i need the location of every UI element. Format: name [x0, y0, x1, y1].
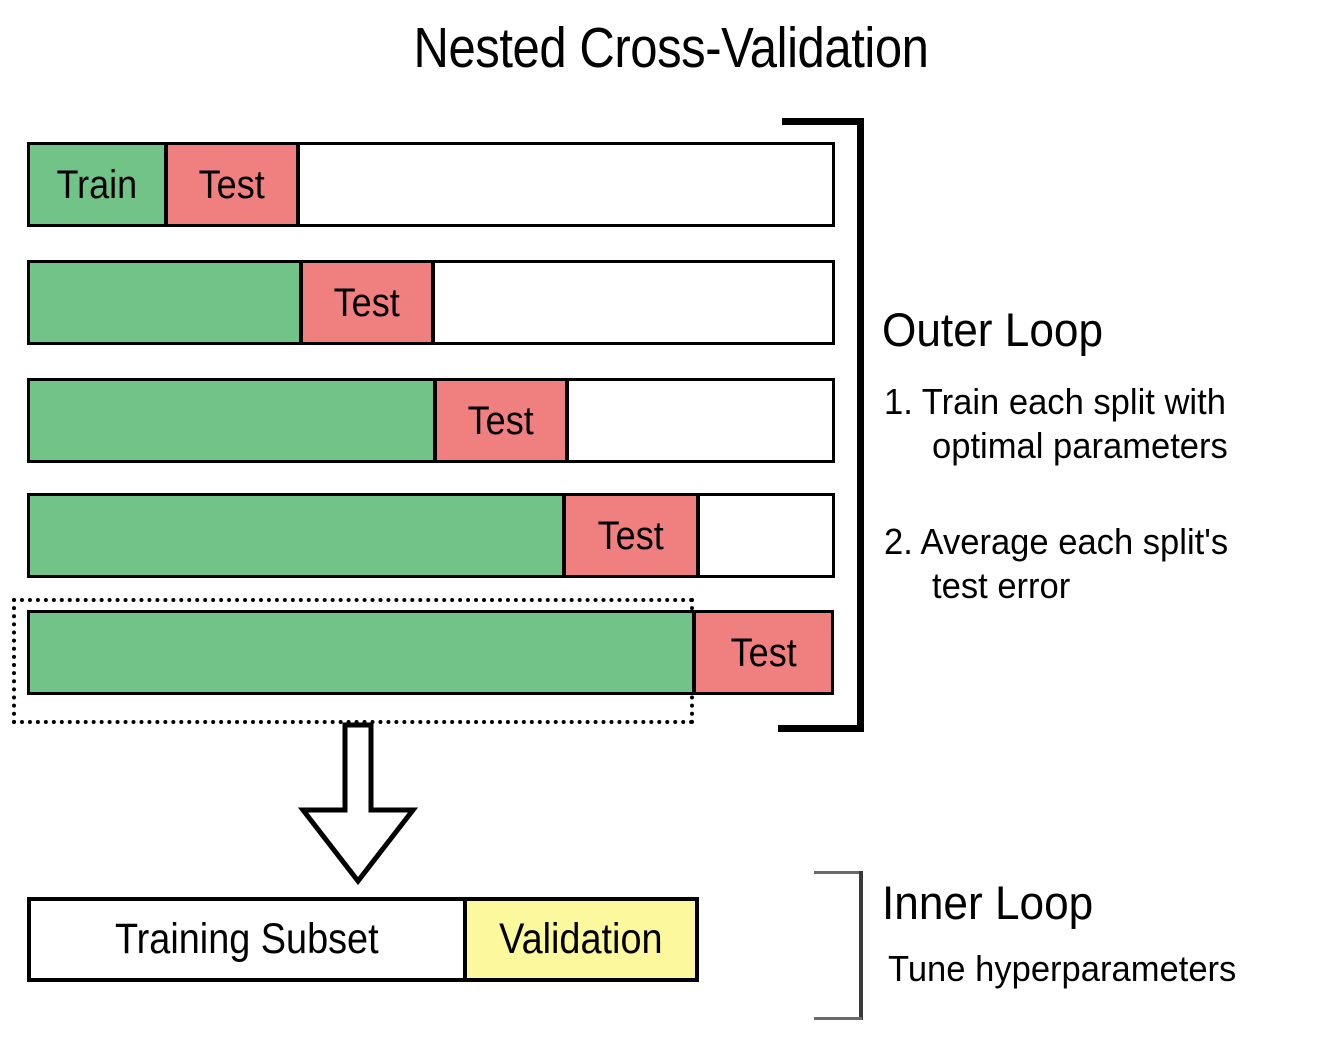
down-arrow-icon — [297, 722, 419, 886]
cv-segment-train: Train — [27, 142, 167, 227]
cv-segment-label: Test — [467, 398, 535, 443]
inner-bar-segment-validation: Validation — [463, 897, 699, 982]
inner-bracket-spine — [859, 871, 863, 1020]
cv-segment-label: Test — [333, 280, 401, 325]
outer-loop-heading: Outer Loop — [882, 303, 1104, 356]
inner-loop-heading: Inner Loop — [882, 876, 1094, 929]
cv-segment-test: Test — [563, 493, 699, 578]
inner-loop-bar: Training Subset Validation — [0, 897, 760, 982]
cv-segment-blank — [697, 493, 835, 578]
cv-segment-test: Test — [165, 142, 299, 227]
inner-bracket-bottom — [814, 1017, 862, 1020]
inner-bar-segment-label: Validation — [499, 915, 663, 963]
cv-split-row: Test — [0, 493, 900, 578]
page-title: Nested Cross-Validation — [413, 16, 929, 80]
outer-bracket-bottom — [778, 725, 864, 732]
outer-loop-step-1: 1. Train each split with optimal paramet… — [884, 381, 1228, 466]
cv-segment-test: Test — [300, 260, 434, 345]
cv-split-row: Train Test — [0, 142, 900, 227]
cv-segment-label: Test — [730, 630, 797, 675]
cv-segment-label: Train — [56, 162, 138, 207]
cv-segment-blank — [297, 142, 835, 227]
inner-bar-segment-training-subset: Training Subset — [27, 897, 467, 982]
cv-segment-train — [27, 493, 565, 578]
cv-segment-train — [27, 378, 436, 463]
inner-loop-note: Tune hyperparameters — [888, 948, 1237, 989]
inner-bar-segment-label: Training Subset — [115, 915, 379, 963]
outer-bracket-spine — [857, 118, 864, 732]
cv-segment-train — [27, 610, 695, 695]
cv-segment-test: Test — [434, 378, 568, 463]
cv-segment-train — [27, 260, 302, 345]
cv-segment-label: Test — [198, 162, 266, 207]
cv-segment-blank — [566, 378, 835, 463]
cv-split-row: Test — [0, 378, 900, 463]
cv-split-row: Test — [0, 610, 900, 695]
inner-bracket-top — [814, 871, 862, 874]
cv-segment-test: Test — [693, 610, 834, 695]
cv-segment-blank — [432, 260, 835, 345]
cv-segment-label: Test — [597, 513, 665, 558]
outer-bracket-top — [782, 118, 864, 125]
outer-loop-step-2: 2. Average each split's test error — [884, 521, 1229, 606]
cv-split-row: Test — [0, 260, 900, 345]
